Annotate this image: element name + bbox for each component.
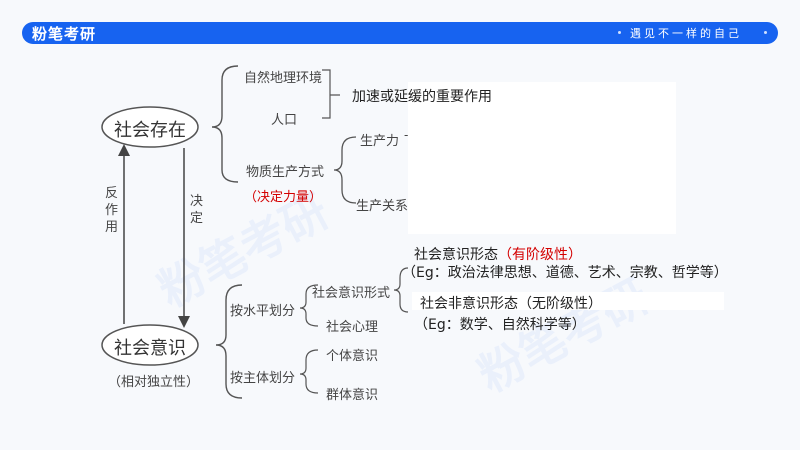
decisive-force: 决定力量 [257, 190, 310, 205]
header-bar: 粉笔考研 遇见不一样的自己 [22, 22, 778, 44]
decisive-force-label: （决定力量） [244, 186, 322, 205]
ideology-examples: （Eg：政治法律思想、道德、艺术、宗教、哲学等） [402, 265, 728, 281]
determines-char: 决 [190, 194, 204, 209]
social-consciousness-title: 社会意识 [114, 338, 186, 359]
determines-label: 决 定 [190, 193, 204, 227]
brace-level [299, 284, 319, 327]
reaction-label: 反 作 用 [105, 185, 119, 236]
ideology-name: 社会意识形态 [414, 247, 498, 263]
decor-dot [618, 31, 621, 34]
paren-open: （ [244, 190, 258, 205]
dash-mark: - [404, 128, 409, 142]
brace-production [333, 136, 357, 204]
class-nature-tag: （有阶级性） [498, 247, 582, 263]
oval-social-consciousness [101, 324, 199, 366]
bracket-nature [322, 69, 340, 119]
consciousness-forms: 社会意识形式 [312, 286, 391, 301]
cover-panel [412, 292, 724, 310]
relative-independence: （相对独立性） [108, 375, 200, 390]
reaction-char: 用 [105, 220, 119, 235]
individual-consciousness: 个体意识 [326, 349, 379, 364]
non-ideology-name: 社会非意识形态（无阶级性） [420, 296, 602, 312]
paren-close: ） [309, 190, 323, 205]
brace-subject [299, 349, 319, 394]
cover-panel [408, 82, 676, 234]
brace-consciousness [215, 284, 243, 399]
brace-existence [211, 65, 239, 183]
by-level-label: 按水平划分 [230, 304, 296, 319]
nature-effect-text: 加速或延缓的重要作用 [352, 89, 492, 105]
non-ideology-examples: （Eg：数学、自然科学等） [414, 317, 586, 333]
brace-ideology [393, 267, 409, 313]
social-existence-title: 社会存在 [114, 120, 186, 141]
slogan: 遇见不一样的自己 [630, 27, 742, 40]
decor-dot [764, 31, 767, 34]
reaction-char: 反 [105, 186, 119, 201]
brand-logo: 粉笔考研 [32, 25, 97, 43]
productive-forces: 生产力 [360, 134, 400, 149]
oval-social-existence [101, 106, 199, 148]
determines-char: 定 [190, 211, 204, 226]
production-relations: 生产关系 [356, 199, 408, 214]
item-production-mode: 物质生产方式 [246, 165, 325, 180]
item-population: 人口 [271, 113, 298, 128]
reaction-char: 作 [105, 203, 119, 218]
group-consciousness: 群体意识 [326, 388, 379, 403]
social-psychology: 社会心理 [326, 320, 379, 335]
ideology-line: 社会意识形态（有阶级性） [414, 244, 582, 264]
by-subject-label: 按主体划分 [230, 371, 296, 386]
item-natural-environment: 自然地理环境 [244, 71, 323, 86]
